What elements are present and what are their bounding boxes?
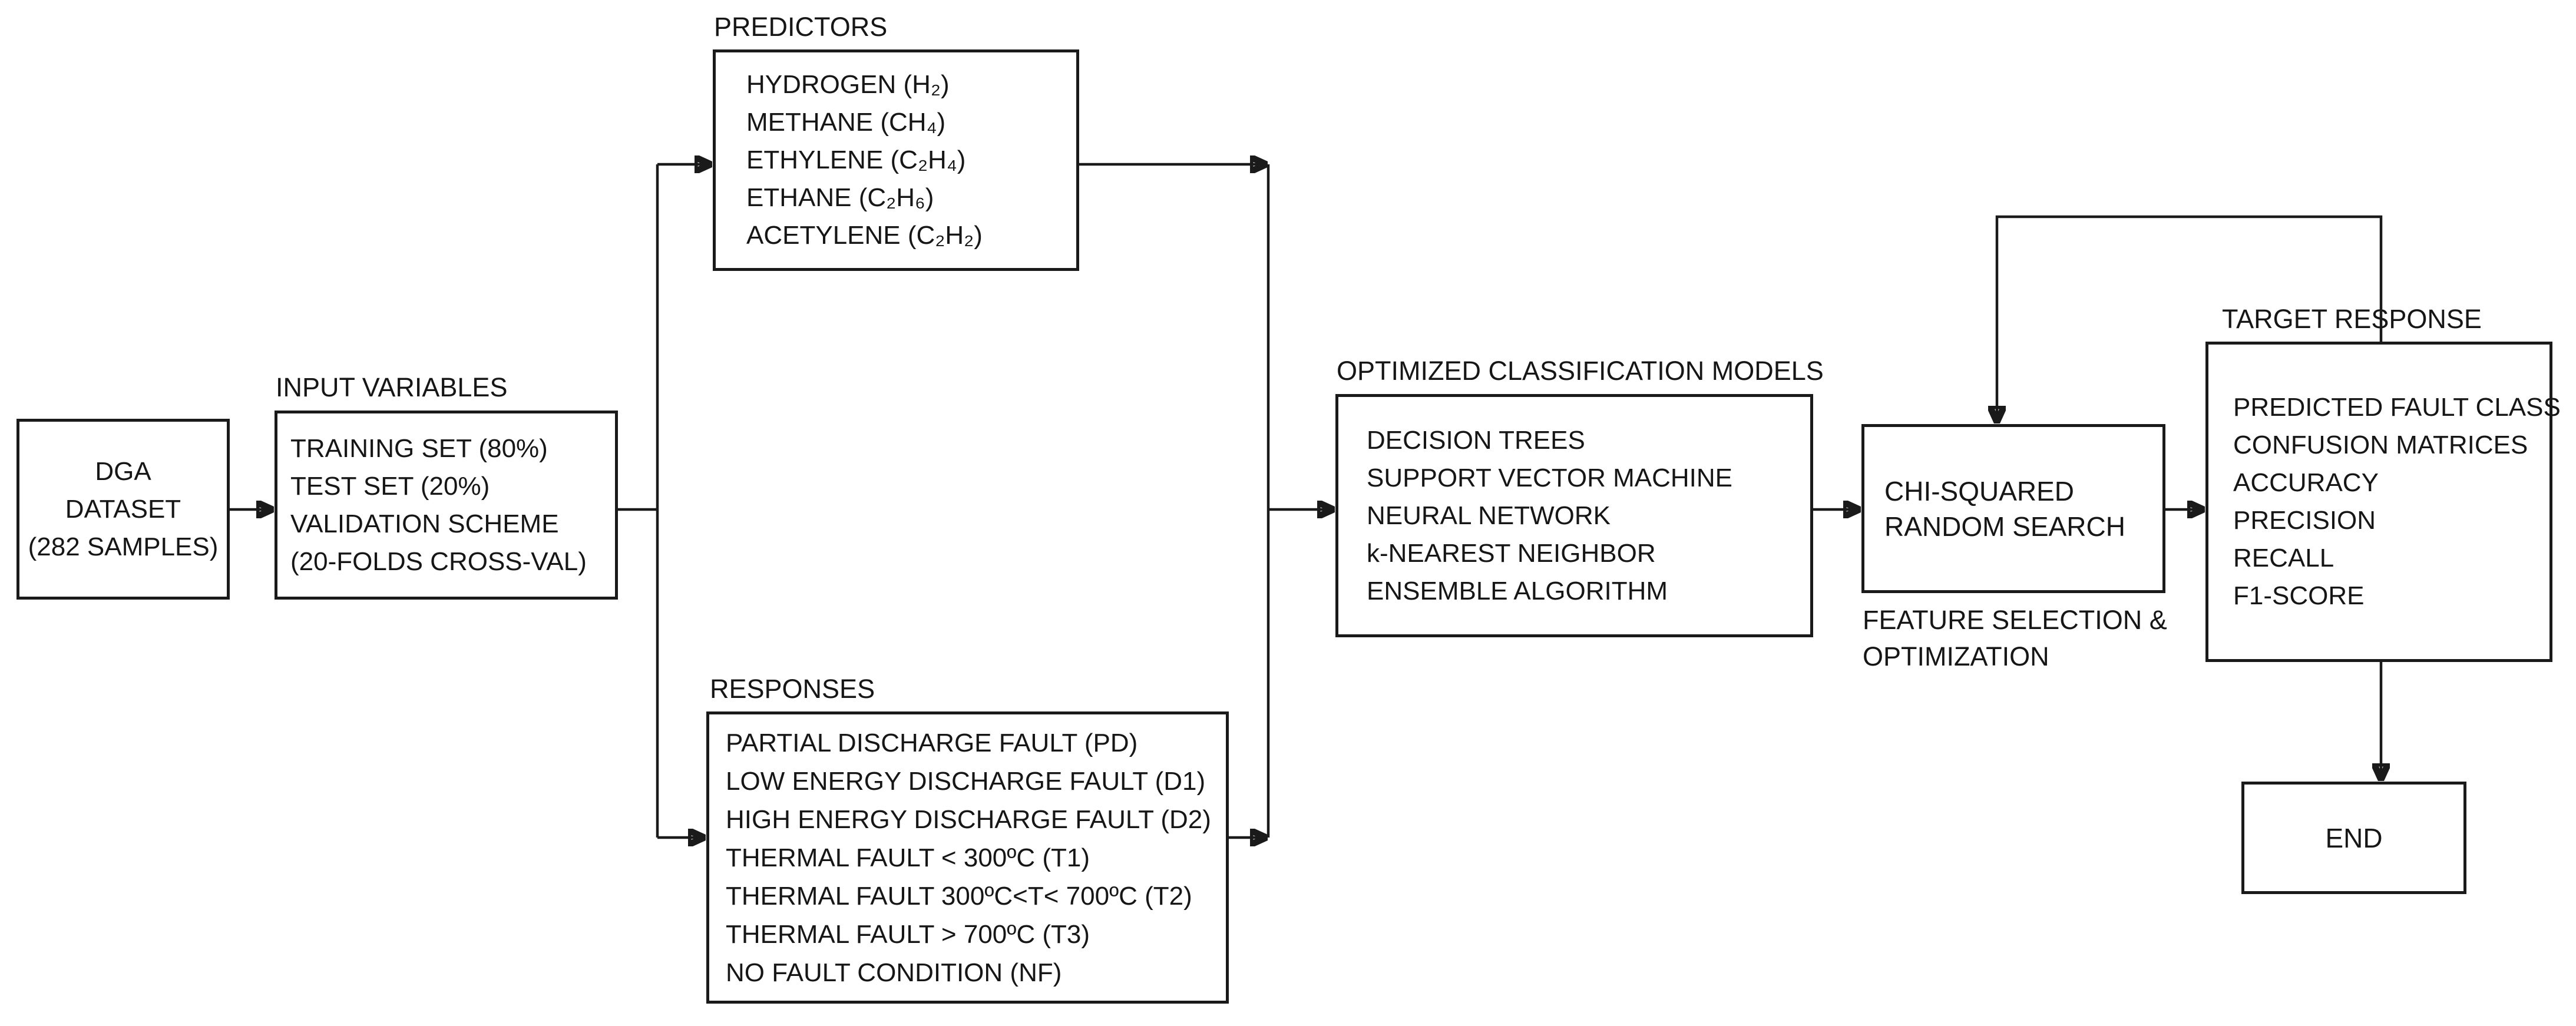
chi-squared-text: CHI-SQUARED RANDOM SEARCH <box>1864 474 2162 544</box>
optimized-models-text: DECISION TREES SUPPORT VECTOR MACHINE NEUR… <box>1338 422 1810 610</box>
text-line: ACCURACY <box>2233 468 2379 497</box>
node-input-variables: TRAINING SET (80%) TEST SET (20%) VALIDATI… <box>275 411 618 600</box>
text-line: RANDOM SEARCH <box>1884 511 2125 542</box>
text-line: F1-SCORE <box>2233 581 2365 610</box>
text-line: DATASET <box>65 494 181 524</box>
node-predictors: HYDROGEN (H₂) METHANE (CH₄) ETHYLENE (C₂H₄… <box>713 49 1079 271</box>
input-variables-label: INPUT VARIABLES <box>276 372 508 402</box>
feature-selection-caption: FEATURE SELECTION & OPTIMIZATION <box>1863 602 2167 675</box>
feature-selection-caption-text: FEATURE SELECTION & OPTIMIZATION <box>1863 602 2167 675</box>
node-end: END <box>2241 782 2466 894</box>
text-line: CHI-SQUARED <box>1884 475 2075 507</box>
end-text: END <box>2244 819 2463 857</box>
text-line: OPTIMIZATION <box>1863 641 2049 671</box>
text-line: PREDICTED FAULT CLASS <box>2233 393 2561 422</box>
text-line: DECISION TREES <box>1367 425 1585 455</box>
text-line: END <box>2325 822 2383 853</box>
node-chi-squared-random-search: CHI-SQUARED RANDOM SEARCH <box>1861 424 2165 593</box>
predictors-label: PREDICTORS <box>714 12 888 42</box>
text-line: RECALL <box>2233 544 2334 572</box>
target-response-label: TARGET RESPONSE <box>2222 304 2482 334</box>
text-line: HIGH ENERGY DISCHARGE FAULT (D2) <box>726 805 1211 834</box>
text-line: PARTIAL DISCHARGE FAULT (PD) <box>726 728 1138 757</box>
text-line: FEATURE SELECTION & <box>1863 605 2167 635</box>
text-line: THERMAL FAULT > 700ºC (T3) <box>726 919 1090 949</box>
optimized-models-label: OPTIMIZED CLASSIFICATION MODELS <box>1337 356 1824 386</box>
text-line: THERMAL FAULT 300ºC<T< 700ºC (T2) <box>726 881 1192 911</box>
text-line: NEURAL NETWORK <box>1367 501 1611 530</box>
text-line: ACETYLENE (C₂H₂) <box>746 221 983 250</box>
text-line: k-NEAREST NEIGHBOR <box>1367 538 1656 568</box>
text-line: ETHYLENE (C₂H₄) <box>746 145 966 174</box>
text-line: THERMAL FAULT < 300ºC (T1) <box>726 843 1090 872</box>
text-line: SUPPORT VECTOR MACHINE <box>1367 463 1733 492</box>
text-line: ETHANE (C₂H₆) <box>746 183 934 212</box>
text-line: TEST SET (20%) <box>290 471 490 501</box>
text-line: LOW ENERGY DISCHARGE FAULT (D1) <box>726 766 1206 796</box>
dga-dataset-text: DGA DATASET (282 SAMPLES) <box>19 453 227 566</box>
node-target-response: PREDICTED FAULT CLASS CONFUSION MATRICES A… <box>2205 342 2561 662</box>
node-responses: PARTIAL DISCHARGE FAULT (PD) LOW ENERGY D… <box>706 711 1229 1004</box>
target-response-text: PREDICTED FAULT CLASS CONFUSION MATRICES A… <box>2208 389 2561 615</box>
text-line: (20-FOLDS CROSS-VAL) <box>290 547 587 576</box>
text-line: DGA <box>95 456 151 486</box>
text-line: HYDROGEN (H₂) <box>746 70 950 99</box>
text-line: METHANE (CH₄) <box>746 108 946 137</box>
text-line: NO FAULT CONDITION (NF) <box>726 958 1062 987</box>
text-line: PRECISION <box>2233 506 2376 535</box>
text-line: (282 SAMPLES) <box>28 532 219 561</box>
text-line: VALIDATION SCHEME <box>290 509 559 538</box>
responses-text: PARTIAL DISCHARGE FAULT (PD) LOW ENERGY D… <box>709 724 1226 992</box>
node-optimized-classification-models: DECISION TREES SUPPORT VECTOR MACHINE NEUR… <box>1335 394 1813 637</box>
text-line: TRAINING SET (80%) <box>290 433 548 463</box>
text-line: ENSEMBLE ALGORITHM <box>1367 576 1668 605</box>
node-dga-dataset: DGA DATASET (282 SAMPLES) <box>16 419 230 600</box>
predictors-text: HYDROGEN (H₂) METHANE (CH₄) ETHYLENE (C₂H₄… <box>716 66 1076 254</box>
text-line: CONFUSION MATRICES <box>2233 431 2528 459</box>
input-variables-text: TRAINING SET (80%) TEST SET (20%) VALIDATI… <box>277 430 615 581</box>
responses-label: RESPONSES <box>710 674 875 704</box>
